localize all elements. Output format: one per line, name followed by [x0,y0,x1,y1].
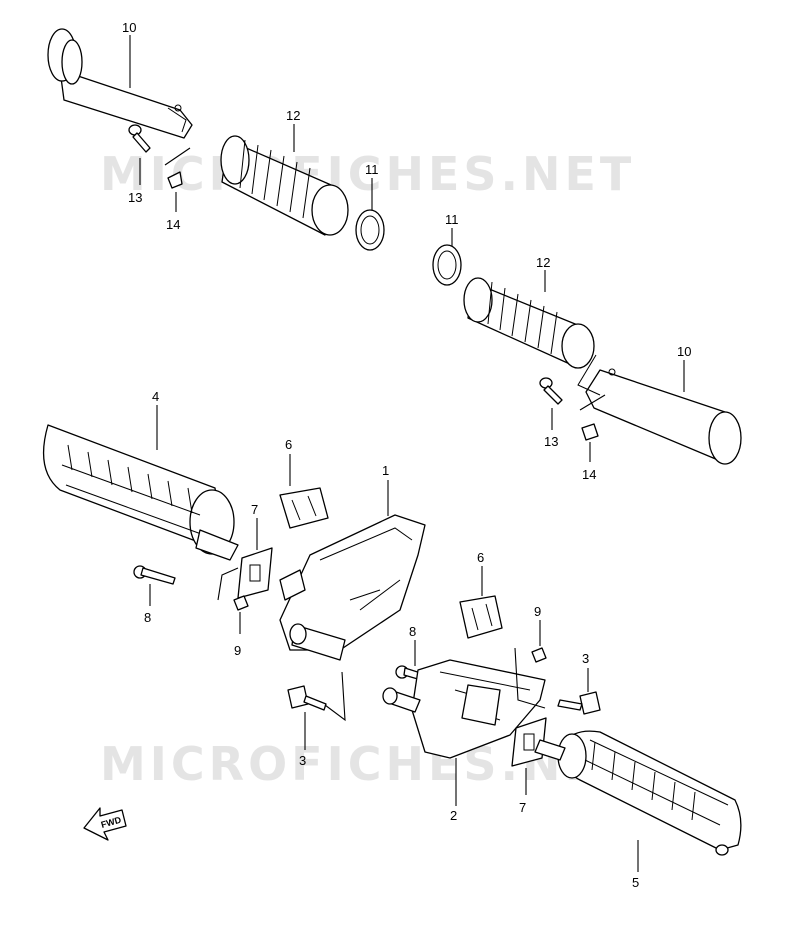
callout-11-top: 11 [365,162,379,177]
part-12-rubber-mid [463,277,595,369]
part-11-washer-top [355,209,385,251]
callout-1: 1 [382,463,389,478]
part-5-footpeg-right [534,730,742,856]
part-9-clip-right [531,647,547,663]
part-3-bolt-left [287,685,327,711]
part-12-rubber-top [220,135,349,236]
callout-10-mid: 10 [677,344,691,359]
part-6-bushing-right [459,595,503,639]
watermark-top: MICROFICHES.NET [100,147,635,201]
part-7-damper-right [511,717,547,767]
part-13-bolt-top [128,124,151,153]
part-7-damper-left [237,547,273,599]
callout-3-right: 3 [582,651,589,666]
callout-3-left: 3 [299,753,306,768]
part-14-clip-mid [581,423,599,441]
part-8-pin-left [133,565,176,585]
callout-7-left: 7 [251,502,258,517]
callout-10-top: 10 [122,20,136,35]
callout-5: 5 [632,875,639,890]
callout-9-left: 9 [234,643,241,658]
callout-14-top: 14 [166,217,180,232]
callout-8-left: 8 [144,610,151,625]
callout-9-right: 9 [534,604,541,619]
callout-13-top: 13 [128,190,142,205]
callout-4: 4 [152,389,159,404]
part-3-bolt-right [557,691,601,715]
callout-6-right: 6 [477,550,484,565]
part-11-washer-mid [432,244,462,286]
callout-12-top: 12 [286,108,300,123]
callout-12-mid: 12 [536,255,550,270]
part-6-bushing-left [279,487,329,529]
part-10-shaft-mid [577,354,742,465]
part-14-clip-top [167,171,183,189]
part-9-clip-left [233,595,249,611]
fwd-arrow-icon: FWD [83,807,127,841]
callout-6-left: 6 [285,437,292,452]
part-2-bracket [382,659,546,759]
callout-7-right: 7 [519,800,526,815]
callout-13-mid: 13 [544,434,558,449]
part-10-shaft-top [47,28,193,139]
callout-11-mid: 11 [445,212,459,227]
part-13-bolt-mid [539,377,563,405]
callout-8-right: 8 [409,624,416,639]
part-1-bracket [279,514,426,661]
callout-14-mid: 14 [582,467,596,482]
callout-2: 2 [450,808,457,823]
part-4-footpeg-left [42,424,239,561]
